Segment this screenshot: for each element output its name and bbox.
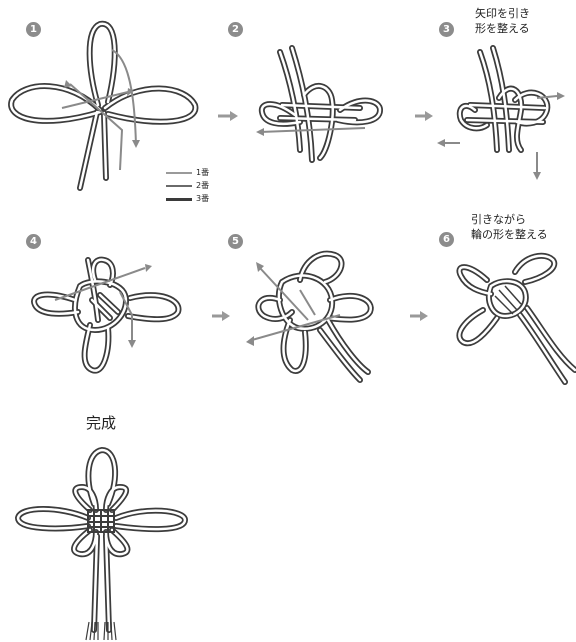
- step-6-panel: 6 引きながら 輪の形を整える: [425, 210, 576, 400]
- step-5-illustration: [220, 220, 420, 400]
- legend-label-3: 3番: [196, 192, 209, 205]
- step-2-illustration: [220, 0, 420, 200]
- legend-label-1: 1番: [196, 166, 209, 179]
- legend-label-2: 2番: [196, 179, 209, 192]
- legend-row: 2番: [166, 179, 226, 192]
- step-3-illustration: [425, 0, 576, 200]
- step-1-panel: 1: [0, 0, 215, 200]
- step-2-panel: 2: [220, 0, 420, 200]
- step-4-panel: 4: [0, 220, 215, 400]
- legend-line-2: [166, 185, 192, 187]
- step-6-illustration: [425, 210, 576, 400]
- step-5-panel: 5: [220, 220, 420, 400]
- legend-line-3: [166, 198, 192, 201]
- final-title: 完成: [86, 412, 116, 433]
- legend-row: 1番: [166, 166, 226, 179]
- step-3-panel: 3 矢印を引き 形を整える: [425, 0, 576, 200]
- cord-legend: 1番 2番 3番: [166, 166, 226, 206]
- step-4-illustration: [0, 220, 215, 400]
- legend-row: 3番: [166, 192, 226, 205]
- legend-line-1: [166, 172, 192, 174]
- final-illustration: [0, 432, 220, 642]
